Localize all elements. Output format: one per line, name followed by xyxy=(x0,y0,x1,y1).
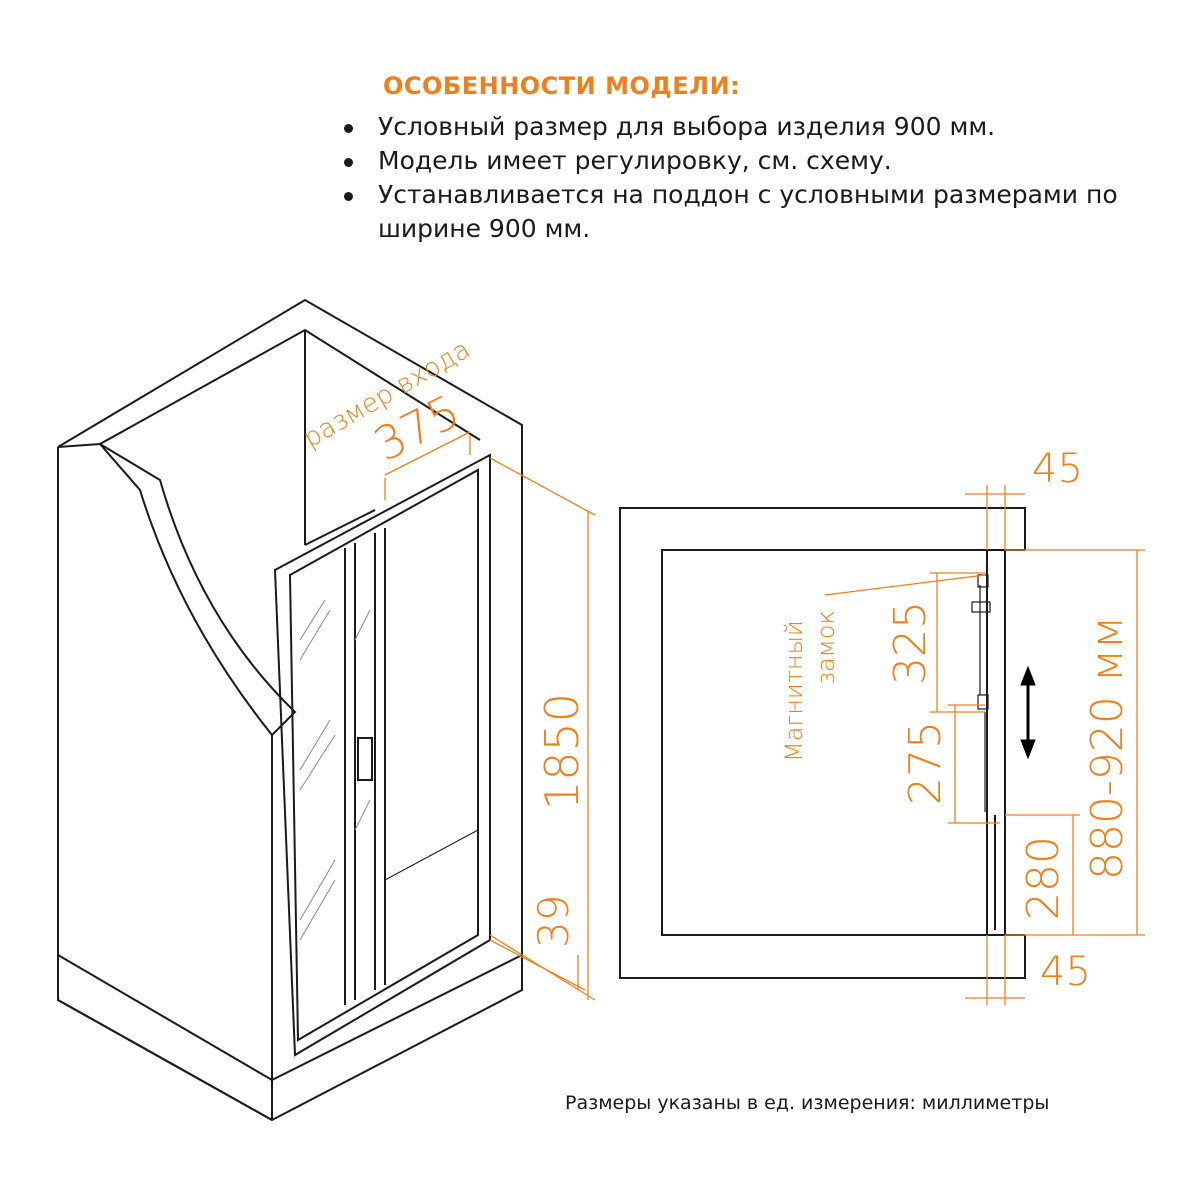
iso-shower-drawing xyxy=(57,298,523,1122)
lock-label-line1: Магнитный xyxy=(780,620,808,762)
features-title: ОСОБЕННОСТИ МОДЕЛИ: xyxy=(383,72,741,100)
iso-dimension-lines xyxy=(384,431,596,1001)
units-note: Размеры указаны в ед. измерения: миллиме… xyxy=(565,1092,1050,1114)
dim-325: 325 xyxy=(885,601,936,685)
height-value: 1850 xyxy=(535,693,589,810)
lock-label-line2: замок xyxy=(812,610,840,685)
dim-280: 280 xyxy=(1018,836,1069,920)
glass-hatch xyxy=(299,599,371,941)
plan-dimension-lines xyxy=(824,485,1145,1005)
plan-drawing xyxy=(619,507,1026,979)
base-height-value: 39 xyxy=(529,895,578,948)
bottom-offset-value: 45 xyxy=(1040,949,1091,995)
feature-item: Условный размер для выбора изделия 900 м… xyxy=(340,110,1138,144)
features-list: Условный размер для выбора изделия 900 м… xyxy=(340,110,1138,246)
adjust-arrow-icon xyxy=(1020,665,1036,760)
dim-275: 275 xyxy=(900,721,951,805)
feature-item: Модель имеет регулировку, см. схему. xyxy=(340,144,1138,178)
feature-item: Устанавливается на поддон с условными ра… xyxy=(340,178,1138,246)
top-offset-value: 45 xyxy=(1032,446,1083,492)
range-value: 880-920 мм xyxy=(1082,616,1133,880)
